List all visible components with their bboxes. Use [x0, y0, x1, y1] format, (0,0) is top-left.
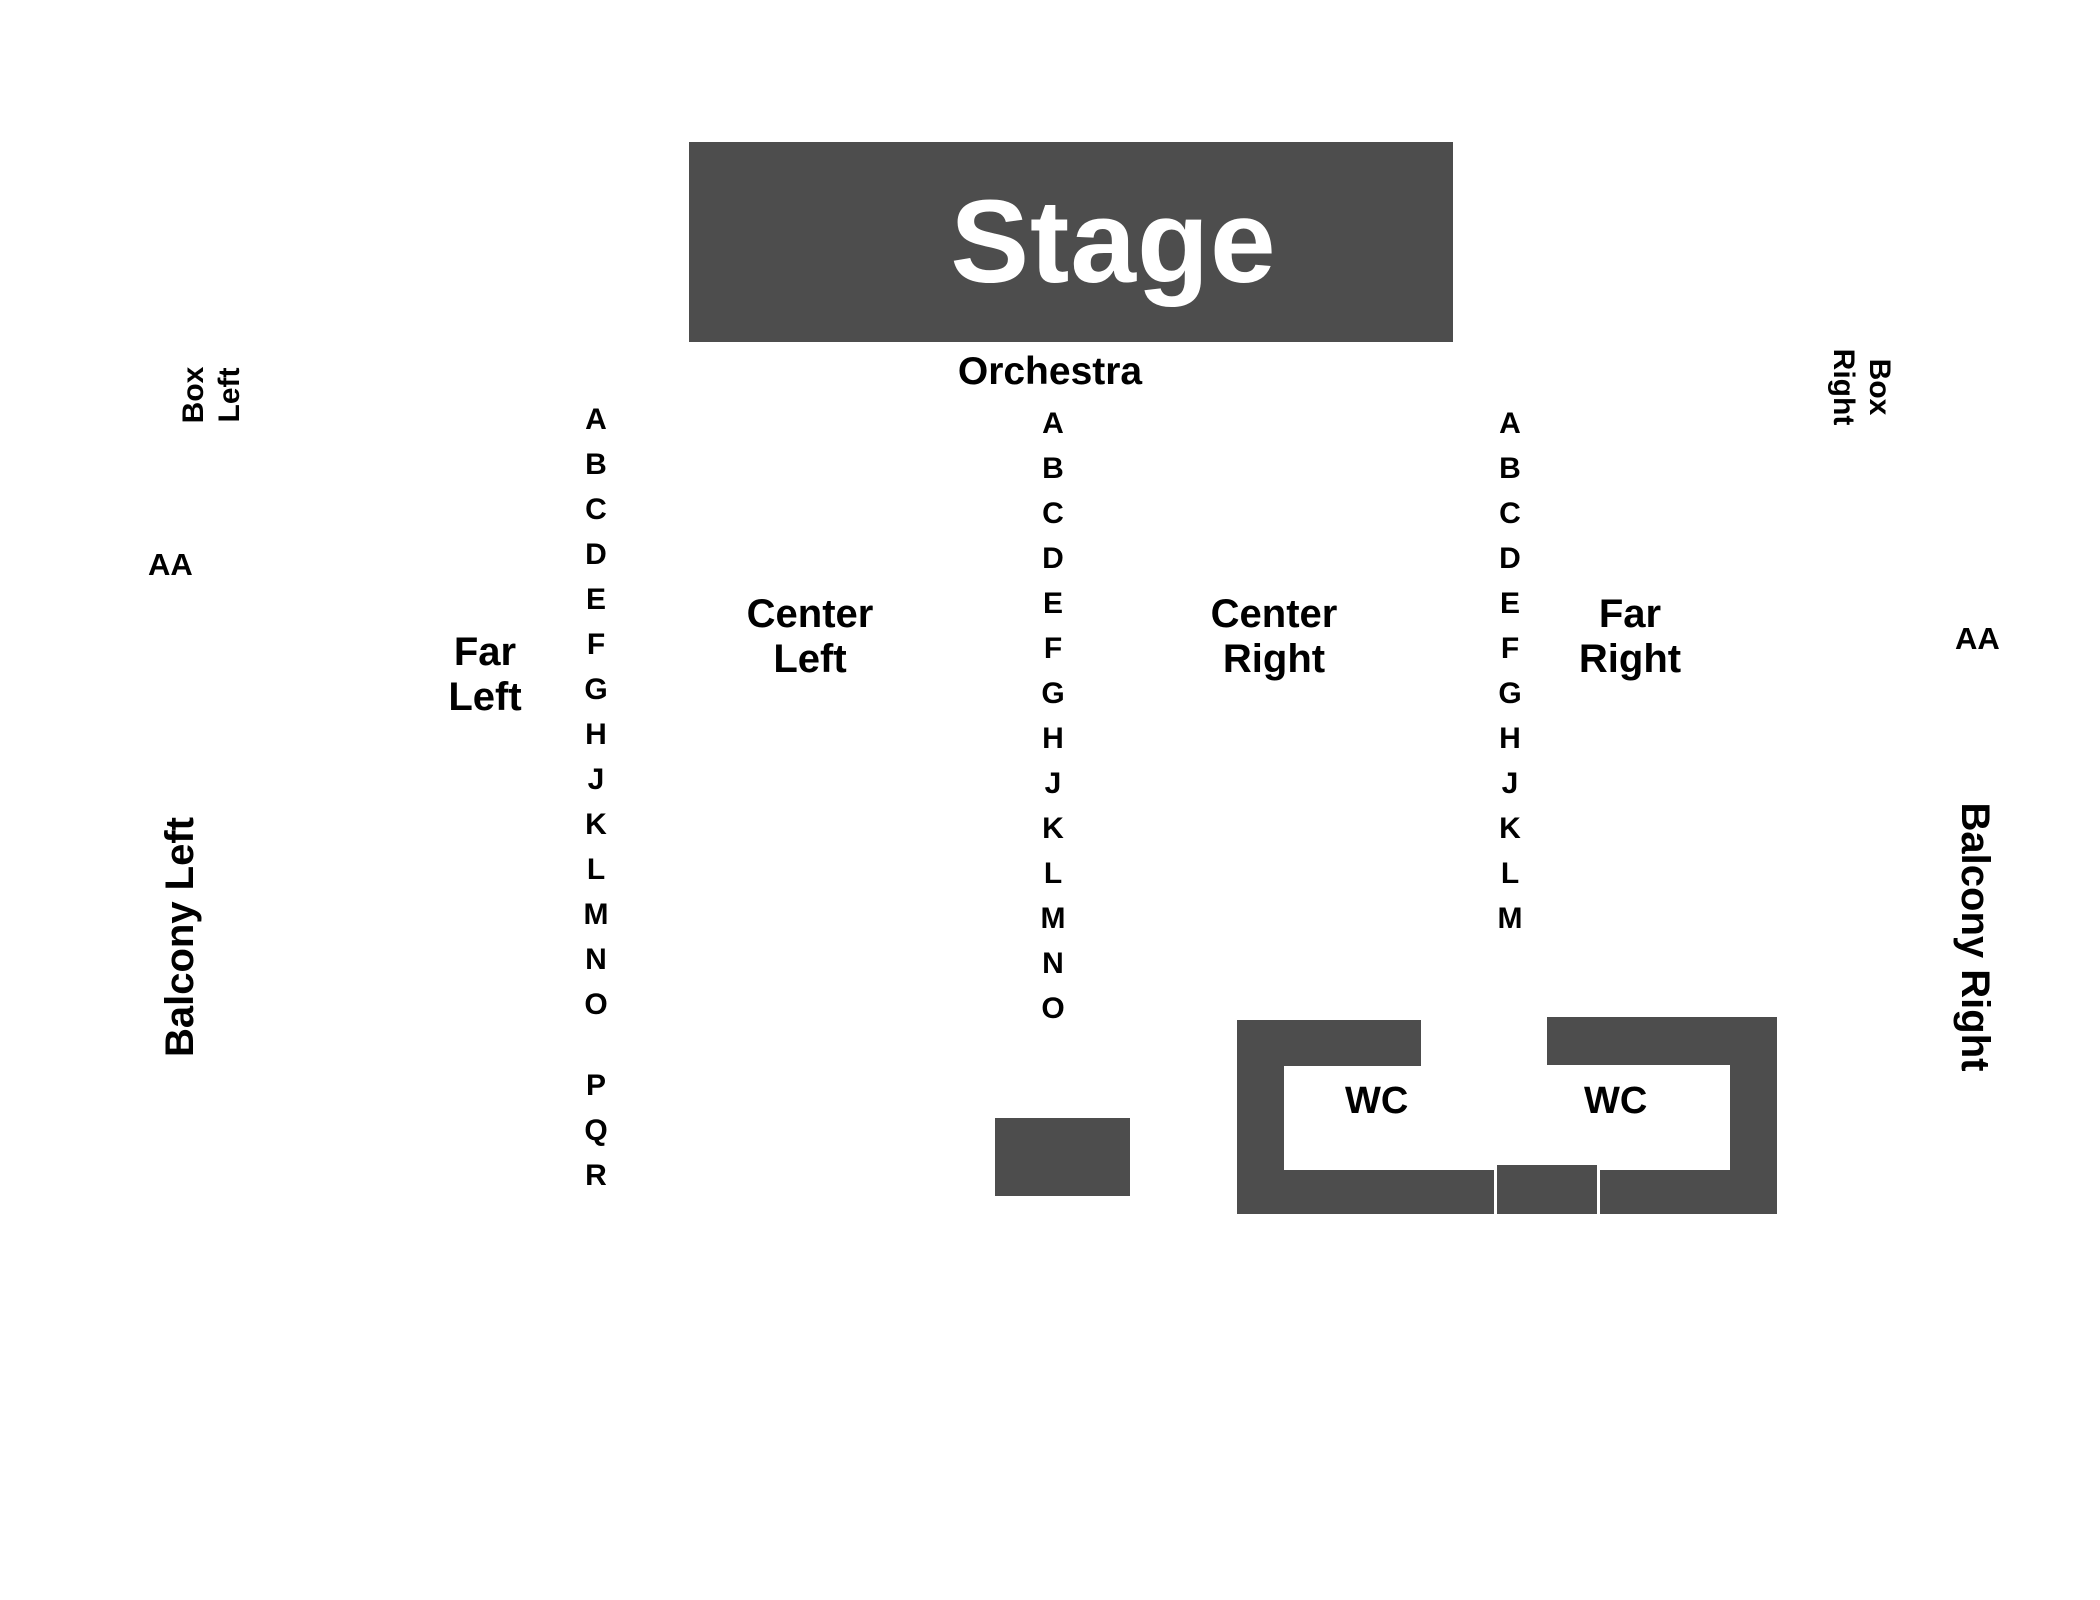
row-label: L — [1043, 857, 1063, 890]
section-far-right-line-2: Right — [1578, 637, 1682, 681]
row-label: F — [586, 628, 606, 661]
row-label: J — [1501, 767, 1519, 800]
row-label: B — [585, 448, 607, 481]
box-right-line-2: Right — [1827, 348, 1860, 426]
row-label: M — [1040, 902, 1066, 935]
row-label: N — [1042, 947, 1064, 980]
box-left-line-2: Left — [213, 367, 246, 423]
row-label: A — [1042, 407, 1064, 440]
restroom-wall-right-bottom — [1600, 1170, 1777, 1214]
row-label: H — [1499, 722, 1521, 755]
row-label: R — [585, 1159, 607, 1192]
section-center-right-line-1: Center — [1210, 592, 1338, 636]
row-label: M — [1497, 902, 1523, 935]
row-label: E — [585, 583, 606, 616]
stage-block — [689, 142, 1453, 342]
row-label: D — [1042, 542, 1064, 575]
row-label: D — [585, 538, 607, 571]
row-label: J — [587, 763, 605, 796]
row-label: K — [1499, 812, 1521, 845]
row-label: O — [584, 988, 608, 1021]
row-label: G — [1041, 677, 1065, 710]
row-label: B — [1499, 452, 1521, 485]
restroom-right-label: WC — [1584, 1080, 1648, 1122]
row-label: D — [1499, 542, 1521, 575]
row-label: A — [585, 403, 607, 436]
row-label: G — [1498, 677, 1522, 710]
row-label: P — [585, 1069, 606, 1102]
restroom-wall-left-bottom — [1237, 1170, 1494, 1214]
row-label: J — [1044, 767, 1062, 800]
restroom-left-label: WC — [1345, 1080, 1409, 1122]
row-label: K — [585, 808, 607, 841]
aa-left-label: AA — [148, 547, 193, 582]
box-right-line-1: Box — [1863, 358, 1896, 416]
row-label: B — [1042, 452, 1064, 485]
section-far-left: Far Left — [410, 630, 560, 720]
box-left-line-1: Box — [177, 366, 210, 424]
stage-label: Stage — [950, 176, 1277, 308]
row-label: C — [1499, 497, 1521, 530]
row-label: F — [1043, 632, 1063, 665]
mixing-booth-block — [995, 1118, 1130, 1196]
row-label: N — [585, 943, 607, 976]
section-center-left-line-1: Center — [746, 592, 874, 636]
row-label: L — [586, 853, 606, 886]
box-right-label: Box Right — [1826, 342, 1896, 432]
row-label: M — [583, 898, 609, 931]
row-label: O — [1041, 992, 1065, 1025]
section-far-right-line-1: Far — [1598, 592, 1662, 636]
row-label: F — [1500, 632, 1520, 665]
row-label: Q — [584, 1114, 608, 1147]
balcony-left-label: Balcony Left — [158, 816, 202, 1058]
row-label: A — [1499, 407, 1521, 440]
row-label: G — [584, 673, 608, 706]
restroom-wall-middle-bottom — [1497, 1165, 1597, 1214]
row-label: C — [585, 493, 607, 526]
section-center-left-line-2: Left — [773, 637, 847, 681]
aa-right-label: AA — [1955, 621, 2000, 656]
section-center-left: Center Left — [730, 592, 890, 682]
section-far-left-line-2: Left — [448, 675, 522, 719]
row-label: C — [1042, 497, 1064, 530]
orchestra-label: Orchestra — [957, 350, 1143, 393]
section-far-left-line-1: Far — [453, 630, 517, 674]
section-far-right: Far Right — [1550, 592, 1710, 682]
row-label: E — [1042, 587, 1063, 620]
row-label: L — [1500, 857, 1520, 890]
row-label: H — [585, 718, 607, 751]
balcony-right-label: Balcony Right — [1953, 802, 1997, 1072]
section-center-right: Center Right — [1194, 592, 1354, 682]
row-label: E — [1499, 587, 1520, 620]
section-center-right-line-2: Right — [1222, 637, 1326, 681]
row-label: H — [1042, 722, 1064, 755]
box-left-label: Box Left — [177, 360, 247, 430]
row-label: K — [1042, 812, 1064, 845]
